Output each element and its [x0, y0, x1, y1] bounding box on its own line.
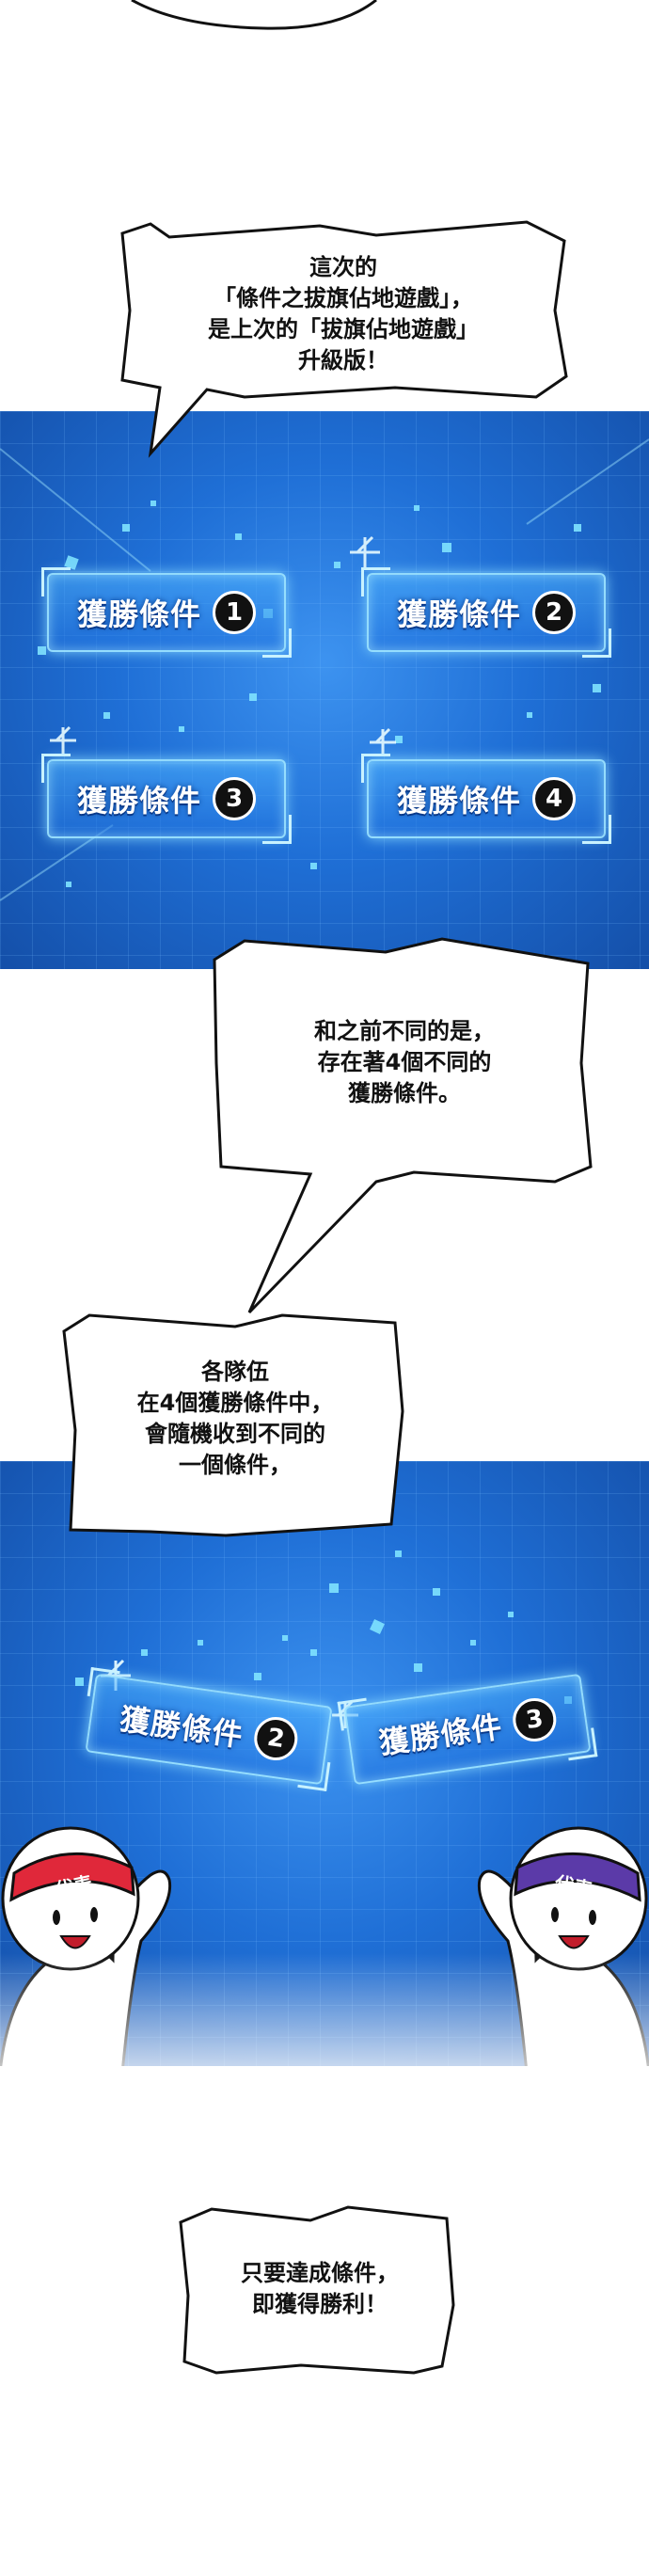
- bubble-line: 是上次的「拔旗佔地遊戲」: [208, 316, 479, 342]
- bubble-line: 會隨機收到不同的: [145, 1421, 325, 1447]
- win-condition-label: 獲勝條件: [396, 596, 521, 632]
- win-condition-label: 獲勝條件: [376, 1709, 505, 1762]
- bubble-line: 各隊伍: [201, 1359, 269, 1385]
- win-condition-number: 2: [251, 1714, 301, 1763]
- win-condition-number: 2: [532, 591, 576, 634]
- bubble-line: 即獲得勝利！: [252, 2291, 388, 2317]
- win-condition-label: 獲勝條件: [76, 783, 201, 819]
- win-condition-card-2: 獲勝條件 2: [361, 567, 611, 658]
- speech-bubble-3: 各隊伍 在4個獲勝條件中， 會隨機收到不同的 一個條件，: [94, 1357, 376, 1481]
- bubble-line: 升級版！: [298, 347, 388, 374]
- bubble-line: 這次的: [309, 254, 377, 280]
- bubble-line: 存在著4個不同的: [317, 1049, 492, 1075]
- bubble-line: 在4個獲勝條件中，: [136, 1390, 334, 1416]
- win-condition-label: 獲勝條件: [396, 783, 521, 819]
- top-bubble-fragment: [131, 0, 377, 30]
- left-team-representative: [0, 1826, 172, 2066]
- win-condition-number: 1: [213, 591, 256, 634]
- win-condition-number: 3: [213, 777, 256, 820]
- win-condition-label: 獲勝條件: [117, 1700, 246, 1754]
- win-condition-card-4: 獲勝條件 4: [361, 754, 611, 844]
- bubble-line: 和之前不同的是，: [314, 1018, 495, 1044]
- win-condition-card-3: 獲勝條件 3: [41, 754, 292, 844]
- win-conditions-panel: 獲勝條件 1 獲勝條件 2 獲勝條件 3 獲勝條件 4: [0, 411, 649, 969]
- speech-bubble-1: 這次的 「條件之拔旗佔地遊戲」， 是上次的「拔旗佔地遊戲」 升級版！: [141, 252, 546, 376]
- speech-bubble-4: 只要達成條件， 即獲得勝利！: [198, 2258, 442, 2320]
- win-condition-number: 3: [510, 1695, 560, 1744]
- sparkle-effects: [0, 438, 649, 901]
- bubble-line: 一個條件，: [179, 1452, 292, 1478]
- win-condition-label: 獲勝條件: [76, 596, 201, 632]
- win-condition-number: 4: [532, 777, 576, 820]
- bubble-line: 獲勝條件。: [348, 1080, 461, 1106]
- bubble-line: 「條件之拔旗佔地遊戲」，: [214, 285, 473, 311]
- team-assignment-panel: 獲勝條件 2 獲勝條件 3 代表 代表: [0, 1461, 649, 2066]
- bubble-line: 只要達成條件，: [241, 2260, 399, 2286]
- speech-bubble-2: 和之前不同的是， 存在著4個不同的 獲勝條件。: [245, 1016, 564, 1109]
- right-team-representative: [477, 1826, 649, 2066]
- win-condition-card-1: 獲勝條件 1: [41, 567, 292, 658]
